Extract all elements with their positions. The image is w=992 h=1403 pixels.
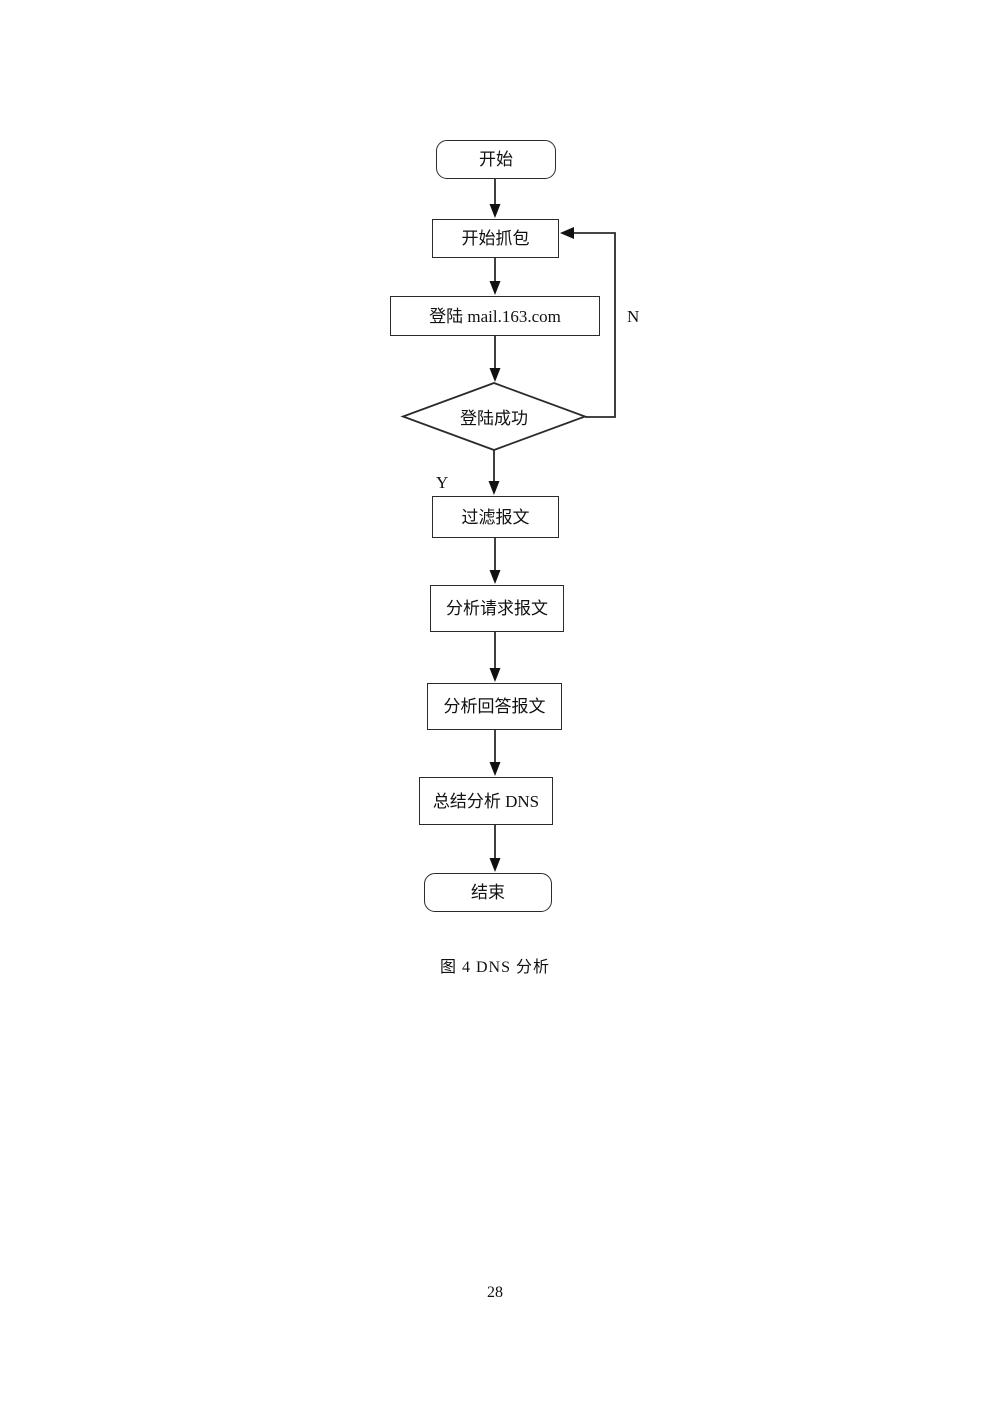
flow-node-decision-label: 登陆成功	[460, 409, 528, 428]
flow-node-start: 开始	[436, 140, 556, 179]
flow-node-filter-label: 过滤报文	[461, 507, 530, 527]
flow-node-end: 结束	[424, 873, 552, 912]
arrowhead-request	[489, 570, 501, 584]
flow-node-start-label: 开始	[479, 150, 513, 169]
arrowhead-login	[489, 281, 501, 295]
arrowhead-response	[489, 668, 501, 682]
flow-node-analyze-response: 分析回答报文	[427, 683, 562, 730]
flow-node-summarize-label: 总结分析 DNS	[432, 791, 540, 811]
flow-node-login: 登陆 mail.163.com	[390, 296, 600, 336]
figure-caption: 图 4 DNS 分析	[439, 959, 550, 976]
arrowhead-end	[489, 858, 501, 872]
arrowhead-capture	[489, 204, 501, 218]
arrowhead-summarize	[489, 762, 501, 776]
flow-node-login-label: 登陆 mail.163.com	[429, 306, 561, 326]
flow-node-capture: 开始抓包	[432, 219, 559, 258]
flow-node-summarize: 总结分析 DNS	[419, 777, 553, 825]
arrowhead-loop-no	[560, 227, 574, 239]
page-number: 28	[487, 1284, 503, 1301]
arrowhead-decision	[489, 368, 501, 382]
flow-node-end-label: 结束	[471, 883, 505, 902]
flow-node-analyze-response-label: 分析回答报文	[443, 697, 546, 716]
flow-node-capture-label: 开始抓包	[461, 229, 530, 248]
edge-label-no: N	[627, 307, 640, 326]
flow-node-filter: 过滤报文	[432, 496, 559, 538]
flow-node-decision: 登陆成功	[403, 383, 585, 450]
edge-label-yes: Y	[436, 473, 449, 492]
flow-node-analyze-request-label: 分析请求报文	[446, 599, 548, 618]
flow-node-analyze-request: 分析请求报文	[430, 585, 564, 632]
arrowhead-filter	[488, 481, 500, 495]
